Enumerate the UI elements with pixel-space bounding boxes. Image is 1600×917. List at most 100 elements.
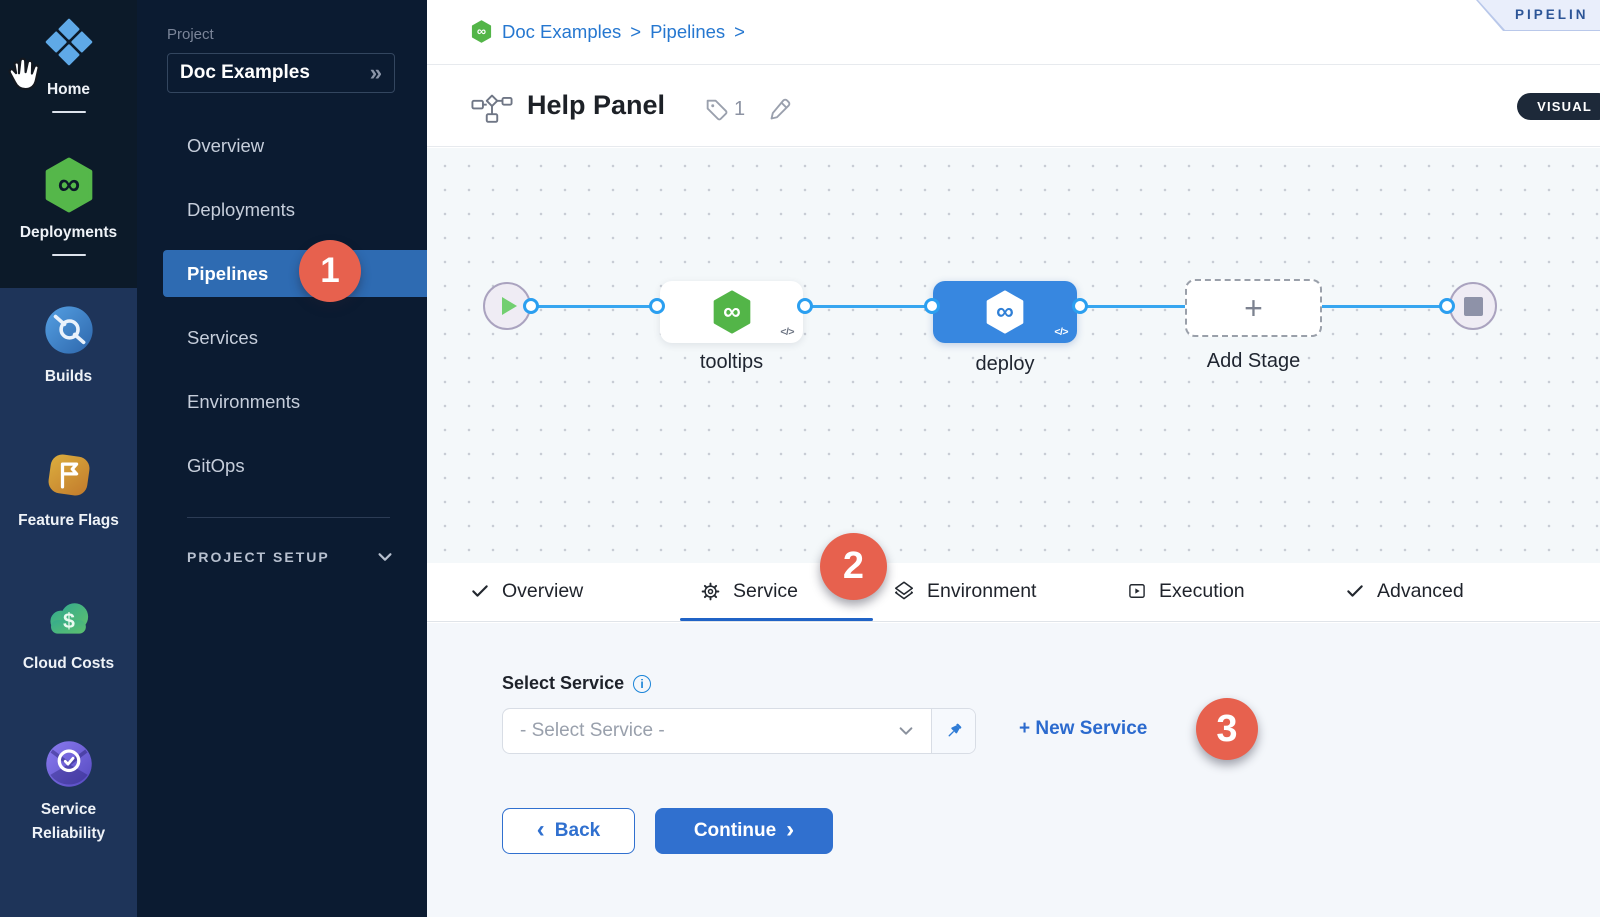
cloud-costs-icon: $	[49, 603, 88, 634]
svg-text:∞: ∞	[477, 23, 486, 38]
new-service-link[interactable]: + New Service	[1019, 718, 1148, 739]
nav-builds-label: Builds	[44, 368, 93, 385]
feature-flags-icon	[48, 454, 89, 496]
pipeline-tags[interactable]: 1	[704, 97, 745, 122]
stage-code-icon: </>	[1054, 326, 1068, 338]
sidebar-item-overview[interactable]: Overview	[187, 135, 265, 156]
add-stage-button[interactable]: +	[1185, 279, 1322, 337]
breadcrumb: ∞ Doc Examples > Pipelines >	[470, 20, 745, 43]
svg-text:∞: ∞	[996, 298, 1014, 325]
layers-icon	[894, 581, 914, 600]
tab-service[interactable]: Service	[700, 563, 798, 619]
pipeline-studio-banner: PIPELIN	[1478, 0, 1600, 30]
chevron-left-icon: ‹	[536, 815, 545, 843]
pipeline-end-node[interactable]	[1449, 282, 1497, 330]
tab-execution[interactable]: Execution	[1127, 563, 1245, 619]
service-select-dropdown[interactable]	[503, 709, 931, 753]
service-select-control	[502, 708, 976, 754]
project-selector[interactable]: Doc Examples »	[167, 53, 395, 93]
builds-icon	[44, 306, 93, 354]
stage-card-tooltips[interactable]: ∞ </>	[660, 281, 803, 343]
sidebar-divider	[187, 517, 390, 518]
nav-builds[interactable]: Builds	[0, 303, 137, 389]
pushpin-icon	[948, 723, 962, 736]
chevron-down-icon	[378, 553, 392, 561]
stage-label-add-stage: Add Stage	[1206, 350, 1301, 372]
pin-service-button[interactable]	[931, 709, 975, 753]
tab-advanced[interactable]: Advanced	[1345, 563, 1464, 619]
tab-overview-label: Overview	[502, 579, 584, 602]
project-expand-icon[interactable]: »	[369, 60, 382, 85]
pencil-icon	[770, 98, 791, 120]
tab-execution-label: Execution	[1159, 579, 1245, 602]
nav-deployments[interactable]: ∞ Deployments	[0, 157, 137, 257]
svg-text:∞: ∞	[723, 298, 741, 325]
select-service-label: Select Service	[502, 673, 625, 693]
pipeline-canvas[interactable]: ∞ </> ∞ </> + too	[427, 148, 1600, 563]
nav-service-reliability[interactable]: Service Reliability	[0, 738, 137, 846]
info-icon[interactable]: i	[633, 674, 652, 693]
back-button[interactable]: ‹ Back	[502, 808, 635, 854]
breadcrumb-project-link[interactable]: Doc Examples	[502, 20, 622, 42]
service-config-panel: Select Service i	[427, 623, 1600, 917]
plus-icon: +	[1244, 290, 1263, 326]
sidebar-item-pipelines[interactable]: Pipelines	[163, 250, 427, 297]
sidebar-item-environments[interactable]: Environments	[187, 391, 301, 412]
callout-step-2: 2	[820, 533, 887, 600]
nav-home[interactable]: Home	[0, 14, 137, 114]
connector-port	[523, 298, 539, 314]
check-icon	[472, 585, 488, 597]
edit-pipeline-name-button[interactable]	[768, 96, 793, 126]
sidebar-item-pipelines-label: Pipelines	[187, 262, 269, 284]
back-button-label: Back	[554, 820, 601, 841]
tag-count: 1	[734, 98, 746, 120]
stage-harness-blue-icon: ∞	[986, 290, 1024, 334]
check-icon	[1347, 585, 1363, 597]
home-active-indicator	[51, 111, 86, 114]
breadcrumb-pipelines-link[interactable]: Pipelines	[650, 20, 726, 42]
nav-cloud-costs-label: Cloud Costs	[22, 655, 115, 672]
play-square-icon	[1129, 584, 1145, 598]
home-diamond-icon	[45, 18, 92, 66]
tab-overview[interactable]: Overview	[470, 563, 583, 619]
harness-project-icon: ∞	[471, 20, 492, 43]
project-setup-toggle[interactable]: PROJECT SETUP	[187, 548, 394, 566]
active-tab-indicator	[680, 618, 873, 621]
stage-label-deploy: deploy	[975, 353, 1035, 375]
continue-button[interactable]: Continue ›	[655, 808, 833, 854]
chevron-right-icon: ›	[786, 815, 795, 843]
svg-text:$: $	[63, 609, 75, 633]
deployments-hexagon-icon: ∞	[45, 157, 92, 213]
project-sidebar: Project Doc Examples » Overview Deployme…	[137, 0, 427, 917]
stop-icon	[1463, 296, 1483, 316]
page-title: Help Panel	[527, 90, 666, 120]
pipeline-flowchart-icon	[471, 94, 513, 123]
connector-port	[1072, 298, 1088, 314]
tag-icon	[706, 99, 728, 121]
tab-environment-label: Environment	[927, 579, 1037, 602]
svg-text:∞: ∞	[57, 165, 79, 201]
nav-cloud-costs[interactable]: $ Cloud Costs	[0, 594, 137, 676]
service-select-input[interactable]	[520, 720, 860, 742]
project-section-label: Project	[167, 26, 214, 43]
chevron-down-icon	[899, 727, 913, 735]
callout-step-1: 1	[299, 240, 361, 302]
connector-port	[649, 298, 665, 314]
tab-environment[interactable]: Environment	[893, 563, 1036, 619]
stage-label-tooltips: tooltips	[699, 351, 764, 373]
breadcrumb-row: ∞ Doc Examples > Pipelines > PIPELIN	[427, 0, 1600, 65]
sidebar-item-gitops[interactable]: GitOps	[187, 455, 245, 476]
nav-feature-flags[interactable]: Feature Flags	[0, 449, 137, 533]
connector-port	[797, 298, 813, 314]
sidebar-item-services[interactable]: Services	[187, 327, 258, 348]
visual-yaml-toggle[interactable]: VISUAL	[1517, 93, 1600, 120]
nav-feature-flags-label: Feature Flags	[18, 512, 119, 529]
project-setup-label: PROJECT SETUP	[187, 549, 330, 565]
nav-service-reliability-label: Service Reliability	[31, 801, 106, 843]
tab-service-label: Service	[733, 579, 799, 602]
sidebar-item-deployments[interactable]: Deployments	[187, 199, 295, 220]
stage-card-deploy[interactable]: ∞ </>	[933, 281, 1077, 343]
main-content: ∞ Doc Examples > Pipelines > PIPELIN	[427, 0, 1600, 917]
breadcrumb-separator: >	[630, 20, 642, 42]
